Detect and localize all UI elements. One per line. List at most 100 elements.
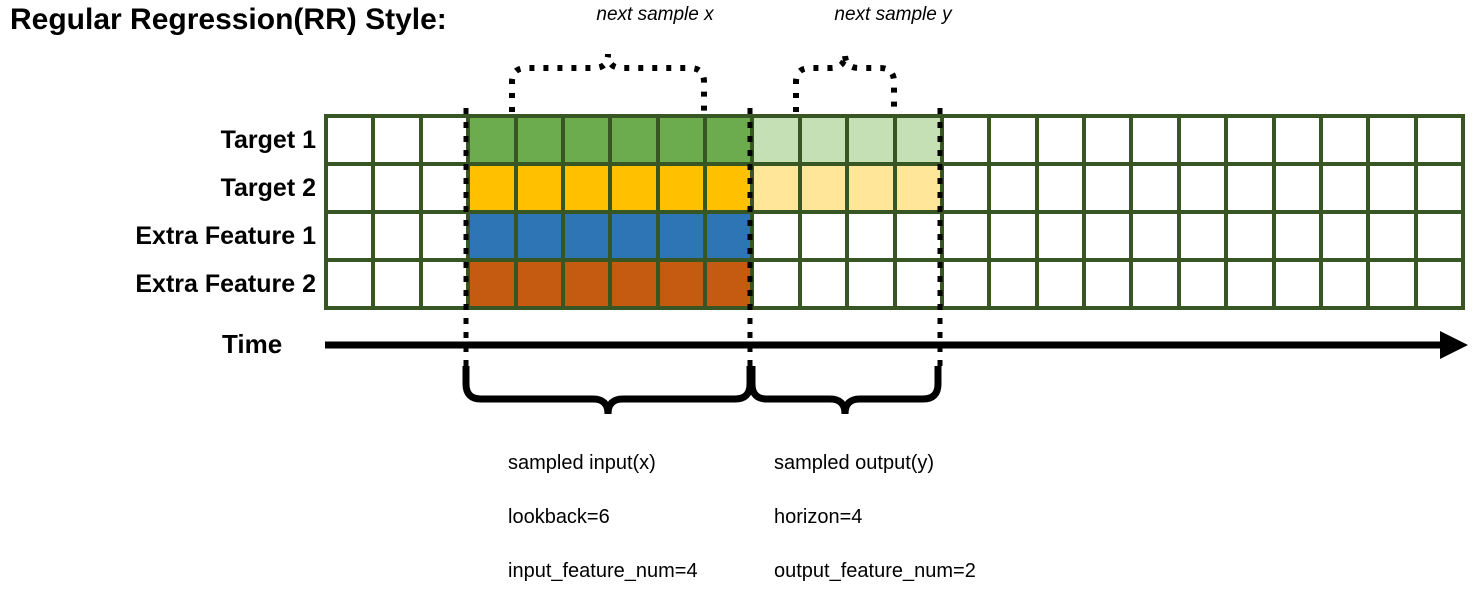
grid-cell <box>328 262 372 306</box>
annotation-next-sample-y: next sample y <box>834 4 952 25</box>
grid-cell <box>1228 262 1272 306</box>
grid-cell <box>849 214 893 258</box>
row-label-extra-feature-2: Extra Feature 2 <box>135 270 316 298</box>
grid-cell <box>801 214 846 258</box>
grid-cell <box>564 214 609 258</box>
grid-cell <box>422 118 467 162</box>
grid-cell <box>707 118 751 162</box>
brace-sampled-output <box>748 366 942 415</box>
grid-cell <box>612 166 656 210</box>
grid-cell <box>1086 214 1130 258</box>
time-axis-arrow <box>325 331 1468 359</box>
grid-cell <box>1038 118 1082 162</box>
grid-cell <box>896 166 940 210</box>
grid-cell <box>1038 262 1082 306</box>
grid-cell <box>612 262 656 306</box>
grid-cell <box>422 166 467 210</box>
caption-input-line2: lookback=6 <box>508 506 610 528</box>
grid-cell <box>707 214 751 258</box>
grid-cell <box>1133 118 1177 162</box>
grid-cell <box>1417 214 1461 258</box>
grid-cell <box>422 214 467 258</box>
grid-cell <box>1322 166 1367 210</box>
caption-sampled-input: sampled input(x) lookback=6 input_featur… <box>508 423 698 612</box>
grid-cell <box>1322 262 1367 306</box>
caption-input-line3: input_feature_num=4 <box>508 560 698 582</box>
grid-cell <box>943 166 988 210</box>
caption-input-line1: sampled input(x) <box>508 452 656 474</box>
grid-cell <box>1370 118 1414 162</box>
grid-cell <box>991 118 1035 162</box>
grid-cell <box>1370 262 1414 306</box>
grid-cell <box>659 166 703 210</box>
grid-cell <box>1228 166 1272 210</box>
grid-cell <box>849 262 893 306</box>
grid-cell <box>1133 214 1177 258</box>
annotation-next-sample-x: next sample x <box>596 4 714 25</box>
brace-next-sample-y <box>793 53 897 112</box>
grid-cell <box>470 166 514 210</box>
grid-cell <box>896 118 940 162</box>
grid-cell <box>943 214 988 258</box>
grid-cell <box>1275 118 1319 162</box>
grid-cell <box>517 214 561 258</box>
grid-cell <box>1086 118 1130 162</box>
grid-cell <box>707 166 751 210</box>
grid-cell <box>754 166 798 210</box>
grid-cell <box>1228 118 1272 162</box>
grid-cell <box>470 262 514 306</box>
grid-cell <box>1133 166 1177 210</box>
grid-cell <box>564 262 609 306</box>
grid-cell <box>991 262 1035 306</box>
timeline-grid <box>324 114 1465 310</box>
grid-cell <box>1275 166 1319 210</box>
grid-cell <box>564 166 609 210</box>
grid-cell <box>801 118 846 162</box>
grid-cell <box>1180 166 1225 210</box>
row-label-target-1: Target 1 <box>220 126 316 154</box>
grid-cell <box>659 214 703 258</box>
grid-cell <box>943 262 988 306</box>
grid-cell <box>1180 262 1225 306</box>
grid-cell <box>1038 214 1082 258</box>
caption-sampled-output: sampled output(y) horizon=4 output_featu… <box>774 423 976 612</box>
grid-cell <box>659 118 703 162</box>
grid-cell <box>564 118 609 162</box>
grid-cell <box>375 166 419 210</box>
diagram-canvas: Regular Regression(RR) Style: next sampl… <box>10 3 1468 582</box>
caption-output-line1: sampled output(y) <box>774 452 935 474</box>
brace-sampled-input <box>462 366 754 415</box>
grid-cell <box>422 262 467 306</box>
grid-cell <box>1275 262 1319 306</box>
grid-cell <box>1322 214 1367 258</box>
grid-cell <box>375 262 419 306</box>
grid-cell <box>1417 166 1461 210</box>
caption-output-line2: horizon=4 <box>774 506 863 528</box>
grid-cell <box>612 118 656 162</box>
grid-cell <box>991 166 1035 210</box>
grid-cell <box>801 166 846 210</box>
grid-cell <box>991 214 1035 258</box>
grid-cell <box>1228 214 1272 258</box>
grid-cell <box>328 214 372 258</box>
grid-cell <box>896 214 940 258</box>
grid-cell <box>328 166 372 210</box>
grid-cell <box>849 166 893 210</box>
row-label-target-2: Target 2 <box>220 174 316 202</box>
grid-cell <box>1322 118 1367 162</box>
grid-cell <box>1086 166 1130 210</box>
grid-cell <box>1417 262 1461 306</box>
row-label-extra-feature-1: Extra Feature 1 <box>135 222 316 250</box>
grid-cell <box>612 214 656 258</box>
grid-cell <box>375 214 419 258</box>
grid-cell <box>754 214 798 258</box>
grid-cell <box>470 118 514 162</box>
grid-cell <box>1417 118 1461 162</box>
grid-cell <box>517 118 561 162</box>
brace-next-sample-x <box>509 53 707 112</box>
grid-cell <box>1370 166 1414 210</box>
grid-cell <box>1086 262 1130 306</box>
grid-cell <box>517 262 561 306</box>
grid-cell <box>754 118 798 162</box>
grid-cell <box>849 118 893 162</box>
